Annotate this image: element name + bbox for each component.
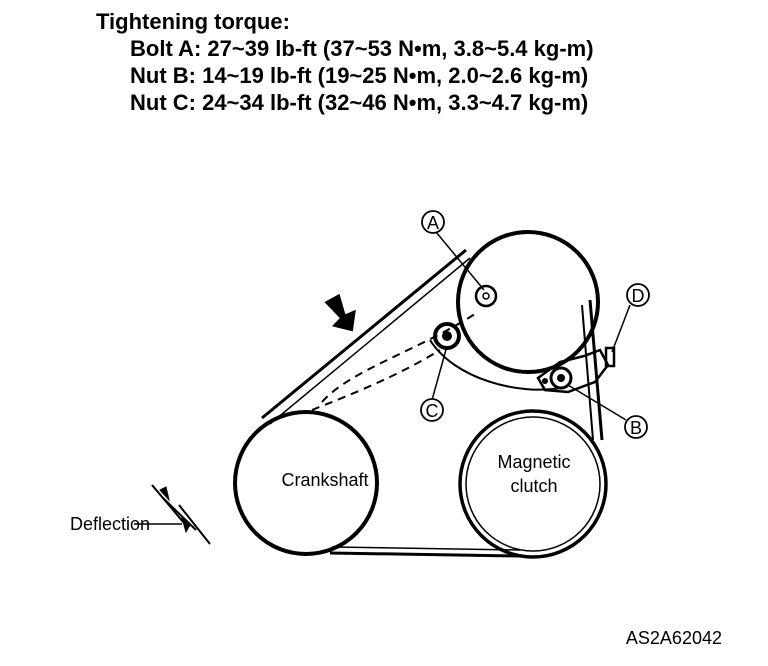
press-direction-arrow bbox=[324, 293, 356, 332]
callout-a: A bbox=[421, 210, 445, 234]
nut-b bbox=[549, 366, 573, 390]
magnetic-clutch-label-line1: Magnetic bbox=[497, 452, 570, 472]
crankshaft-pulley bbox=[233, 410, 379, 556]
magnetic-clutch-inner-ring bbox=[465, 416, 601, 552]
magnetic-clutch-pulley bbox=[458, 409, 608, 559]
callout-d: D bbox=[626, 283, 650, 307]
svg-text:B: B bbox=[630, 418, 642, 438]
idler-arm bbox=[429, 339, 561, 391]
adjusted-belt-dashed bbox=[321, 311, 479, 403]
magnetic-clutch-label-line2: clutch bbox=[510, 476, 557, 496]
drive-belt bbox=[261, 248, 604, 558]
bolt-a bbox=[474, 284, 498, 308]
figure-code: AS2A62042 bbox=[626, 628, 722, 648]
svg-text:C: C bbox=[426, 401, 439, 421]
svg-text:D: D bbox=[632, 286, 645, 306]
callout-b: B bbox=[624, 415, 648, 439]
deflection-dimension bbox=[151, 484, 211, 545]
svg-text:A: A bbox=[427, 213, 439, 233]
callout-c: C bbox=[420, 398, 444, 422]
spec-nut-c: Nut C: 24~34 lb-ft (32~46 N•m, 3.3~4.7 k… bbox=[130, 90, 589, 115]
spec-bolt-a: Bolt A: 27~39 lb-ft (37~53 N•m, 3.8~5.4 … bbox=[130, 36, 594, 61]
torque-title: Tightening torque: bbox=[96, 9, 290, 34]
torque-spec-block: Tightening torque: Bolt A: 27~39 lb-ft (… bbox=[96, 8, 594, 116]
callout-leaders bbox=[134, 231, 631, 525]
alternator-pulley bbox=[456, 230, 600, 374]
spec-nut-b: Nut B: 14~19 lb-ft (19~25 N•m, 2.0~2.6 k… bbox=[130, 63, 589, 88]
adjusted-belt-dashed-2 bbox=[311, 349, 441, 411]
bolt-d bbox=[604, 346, 616, 368]
crankshaft-label: Crankshaft bbox=[281, 470, 368, 490]
deflection-label: Deflection bbox=[70, 514, 150, 534]
